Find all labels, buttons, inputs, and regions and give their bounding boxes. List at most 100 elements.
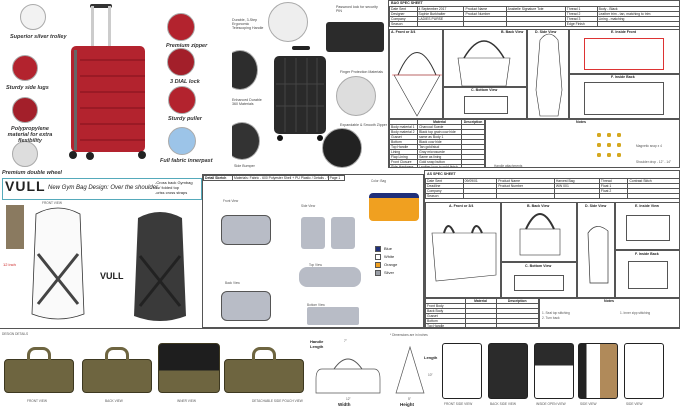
width-label: Width (338, 402, 351, 407)
header-cell (596, 21, 679, 27)
label-material: Polypropylene material for extra flexibi… (0, 126, 60, 144)
as-notes-area: Notes 1. Seal top stitching 2. Turn back… (539, 298, 679, 327)
backpack-caption: SIDE VIEW (626, 402, 643, 406)
premium-wheel-label: Premium double wheel (2, 170, 62, 176)
as-view-b: B. Back View (527, 204, 550, 208)
duffel-header-materials: Materials: Fabric - 600 Polyester Shell … (232, 175, 329, 181)
material-name: Side Hardware (389, 164, 419, 167)
duffel-bottom-drawing (307, 307, 359, 325)
legend-item: Silver (375, 269, 397, 277)
as-view-a: A. Front or 3/4 (449, 204, 474, 208)
olive-handle (105, 347, 129, 361)
bumper-detail-circle (232, 122, 260, 160)
material-desc: Black top grain cow hide (417, 129, 463, 135)
backpack-drawing (578, 343, 618, 399)
label-trolley: Superior silver trolley (10, 34, 67, 40)
dimension-note: * Dimensions are in inches (390, 333, 428, 337)
duffel-header-title: Detail Sketch (203, 175, 234, 181)
bag-side-view (527, 29, 569, 119)
label-bumper: Side Bumper (234, 164, 255, 168)
height-label: Height (400, 402, 414, 407)
front-view-label: FRONT VIEW (42, 201, 62, 205)
hardware-gold-studs (594, 130, 624, 160)
measure-label: 12 inch (3, 262, 16, 267)
material-desc: Leather loop in gold finish (417, 164, 463, 167)
vull-gym-bag-panel: Premium double wheel VULL New Gym Bag De… (0, 170, 202, 328)
olive-duffel-drawing (82, 359, 152, 393)
header-cell (553, 193, 600, 199)
as-back-view (501, 202, 577, 262)
label-zipper: Expandable & Smooth Zipper (340, 123, 387, 127)
header-cell (598, 193, 629, 199)
backpack-drawing (624, 343, 664, 399)
olive-handle (252, 347, 276, 361)
duffel-back-drawing (221, 291, 271, 321)
handle-value: 7" (344, 339, 347, 343)
red-suitcase-image (69, 4, 146, 160)
vull-features: -Cross back Gymbag -w/ folded top -criss… (155, 180, 193, 195)
feature-1: -Cross back Gymbag (155, 180, 193, 185)
vull-small-logo: VULL (100, 271, 124, 281)
wheel-circle (12, 141, 38, 167)
label-durable: Enhanced Durable 360 Materials (232, 98, 262, 106)
backpack-caption: FRONT SIDE VIEW (444, 402, 473, 406)
grip-detail-circle (336, 76, 376, 116)
olive-duffel-drawing (4, 359, 74, 393)
olive-caption: BACK VIEW (105, 399, 123, 403)
black-suitcase-image (274, 46, 326, 141)
legend-swatch (375, 261, 381, 268)
back-view-caption: Back View (225, 281, 240, 285)
corner-detail-circle (232, 50, 258, 90)
view-f-label: F. Inside Back (611, 75, 635, 79)
material-circle (12, 97, 38, 123)
view-a-label: A. Front or 3/4 (391, 30, 416, 34)
feature-2: -w/ folded top (155, 185, 180, 190)
handle-length-label: Handle Length (310, 339, 324, 349)
material-name: Body material 2 (389, 129, 419, 135)
top-view-caption: Top View (309, 263, 322, 267)
olive-duffel-drawing (158, 343, 220, 393)
header-cell (496, 193, 555, 199)
feature-3: -criss cross straps (155, 190, 188, 195)
as-note-2: 2. Turn back (542, 316, 560, 320)
vull-title: New Gym Bag Design: Over the shoulder (48, 185, 159, 191)
backpack-drawing (442, 343, 482, 399)
black-backpack-drawing (134, 212, 186, 321)
bag-notes-area: Notes Handle attachments Magnetic snap x… (485, 119, 679, 168)
as-inside-view (615, 202, 679, 250)
side-view-caption: Side View (301, 204, 316, 208)
as-view-c: C. Bottom View (525, 264, 552, 268)
black-suitcase-panel: Durable, 3-Step Ergonomic Telescoping Ha… (232, 0, 388, 170)
view-d-label: D. Side View (535, 30, 557, 34)
backpack-drawing (488, 343, 528, 399)
olive-caption: INNER VIEW (177, 399, 196, 403)
bag-inside-back (569, 74, 679, 119)
label-inner: Full fabric innerpast (160, 158, 213, 164)
header-cell (505, 21, 566, 27)
length-value: 10" (428, 373, 433, 377)
note-handle: Handle attachments (494, 164, 523, 168)
handle-detail-circle (268, 2, 308, 42)
backpack-drawing (534, 343, 574, 399)
lock-circle (167, 48, 195, 76)
legend-item: Orange (375, 261, 397, 269)
as-bottom-view (501, 262, 577, 298)
as-spec-title: AS SPEC SHEET (427, 172, 456, 176)
label-password: Password lock for security PIN (336, 5, 378, 13)
design-details-title: DESIGN DETAILS (2, 332, 29, 336)
label-zipper: Premium zipper (166, 43, 208, 49)
bag-bottom-view (443, 87, 527, 119)
bag-back-view (443, 29, 527, 87)
legend-swatch (375, 245, 381, 252)
bag-front-view (389, 29, 443, 119)
as-notes-header: Notes (604, 299, 614, 303)
duffel-top-drawing (299, 267, 361, 287)
